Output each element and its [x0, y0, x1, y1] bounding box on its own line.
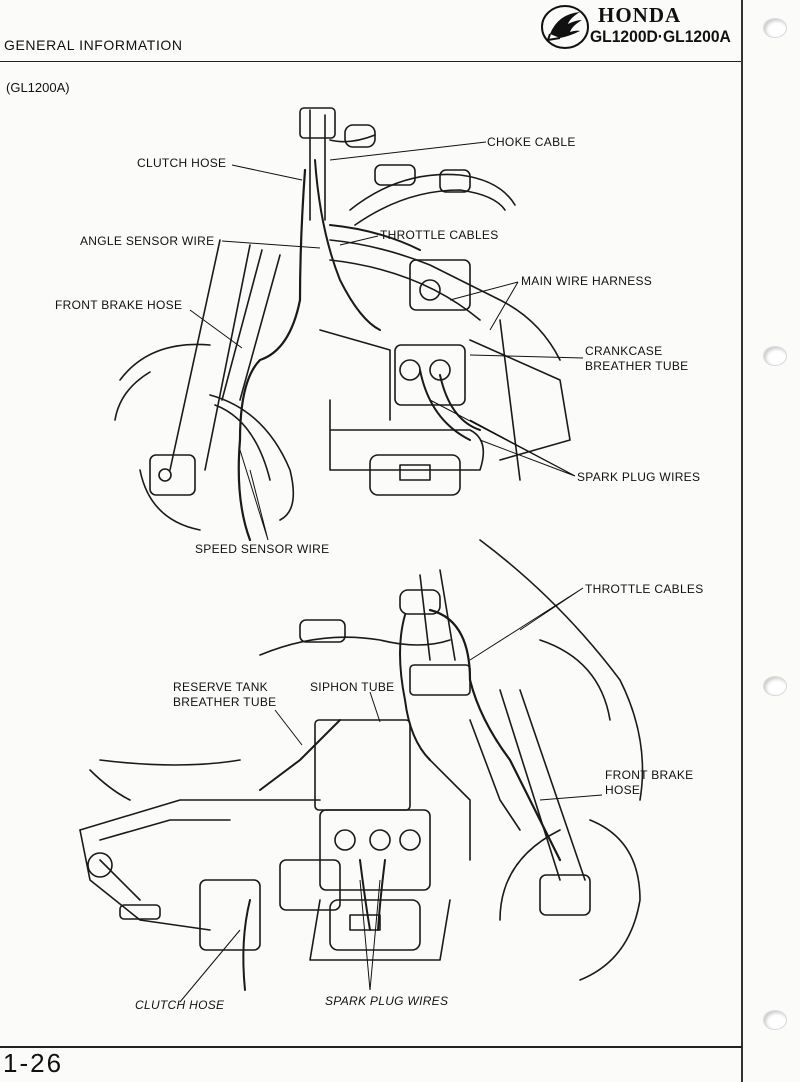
label-speed-sensor-wire: SPEED SENSOR WIRE [195, 542, 330, 556]
label-front-brake-hose-bottom: FRONT BRAKE HOSE [605, 768, 694, 797]
label-main-wire-harness: MAIN WIRE HARNESS [521, 274, 653, 288]
binder-hole [763, 346, 787, 366]
brand-name: HONDA [598, 3, 682, 27]
honda-wing-logo-icon [541, 5, 589, 49]
model-codes: GL1200D·GL1200A [590, 27, 731, 46]
page-number: 1-26 [3, 1048, 64, 1078]
binder-hole [763, 1010, 787, 1030]
label-siphon-tube: SIPHON TUBE [310, 680, 395, 694]
label-spark-plug-wires-bottom: SPARK PLUG WIRES [325, 994, 449, 1008]
label-angle-sensor-wire: ANGLE SENSOR WIRE [80, 234, 215, 248]
binder-hole [763, 18, 787, 38]
binder-hole [763, 676, 787, 696]
label-clutch-hose-bottom: CLUTCH HOSE [135, 998, 225, 1012]
label-reserve-tank-breather-tube: RESERVE TANK BREATHER TUBE [173, 680, 277, 709]
model-subtitle: (GL1200A) [6, 80, 70, 95]
binding-edge-rule [741, 0, 743, 1082]
label-spark-plug-wires: SPARK PLUG WIRES [577, 470, 701, 484]
label-throttle-cables: THROTTLE CABLES [380, 228, 499, 242]
label-crankcase-breather-tube: CRANKCASE BREATHER TUBE [585, 344, 689, 373]
label-front-brake-hose: FRONT BRAKE HOSE [55, 298, 183, 312]
label-choke-cable: CHOKE CABLE [487, 135, 576, 149]
header-divider [0, 61, 742, 62]
label-throttle-cables-bottom: THROTTLE CABLES [585, 582, 704, 596]
label-clutch-hose: CLUTCH HOSE [137, 156, 227, 170]
footer-divider [0, 1046, 742, 1048]
section-title: GENERAL INFORMATION [4, 37, 183, 53]
